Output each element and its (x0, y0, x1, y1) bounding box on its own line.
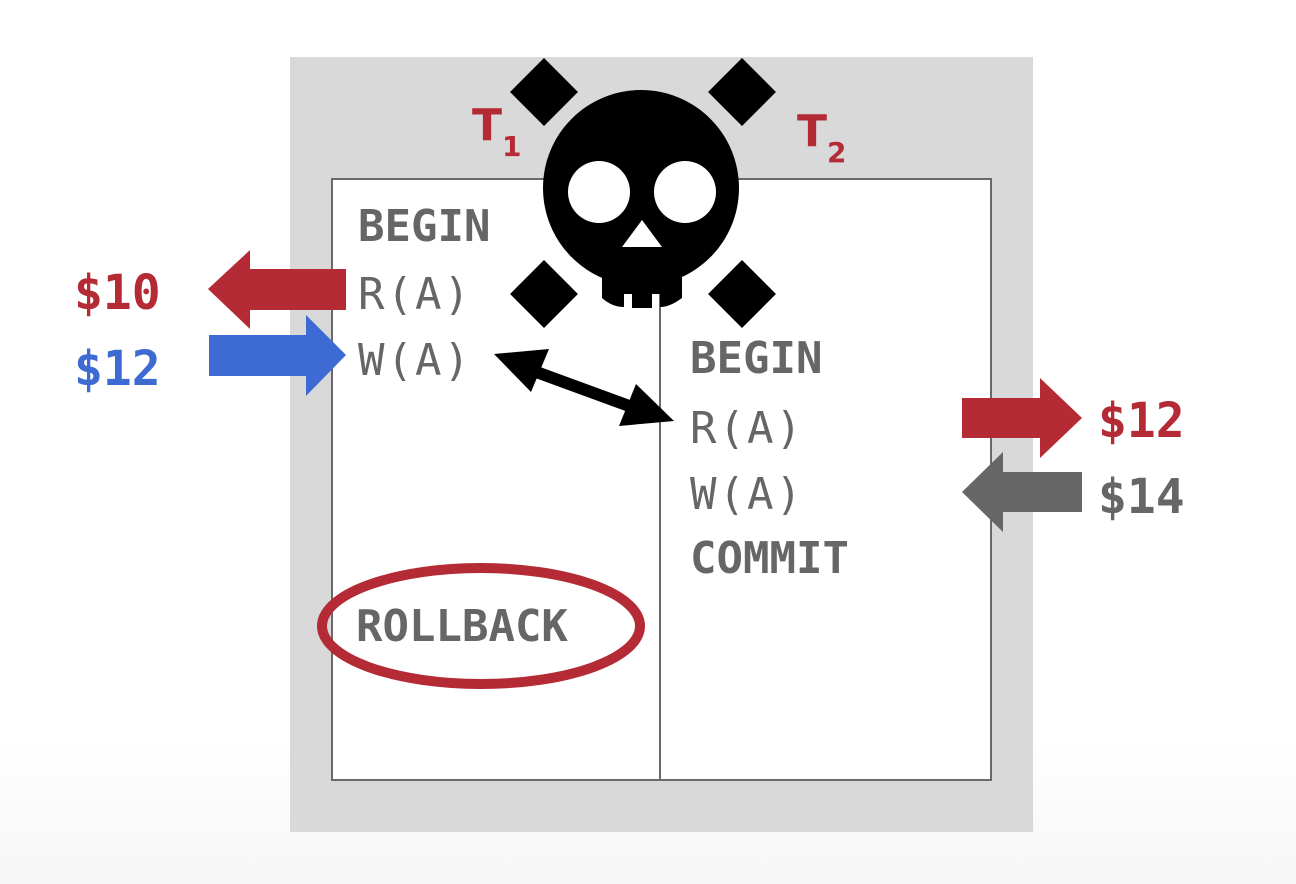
t2-label-sub: 2 (827, 136, 847, 169)
skull-cranium (543, 90, 739, 286)
transaction-divider (659, 178, 661, 781)
t1-write: W(A) (358, 335, 472, 386)
bone-top-left (510, 58, 578, 126)
bone-bottom-left (510, 260, 578, 328)
skull-nose (622, 220, 662, 247)
t2-write-value: $14 (1098, 469, 1185, 525)
t1-read-value: $10 (74, 265, 161, 321)
t2-begin: BEGIN (690, 333, 823, 384)
t2-write: W(A) (690, 469, 804, 520)
t1-label-letter: T (472, 100, 503, 151)
bone-bottom-right (708, 260, 776, 328)
skull-left-eye (568, 161, 630, 223)
t2-write-arrow (962, 452, 1082, 532)
skull-jaw (602, 250, 682, 308)
t1-rollback: ROLLBACK (356, 601, 568, 652)
t1-write-arrow (209, 315, 346, 396)
t1-read: R(A) (358, 269, 472, 320)
t2-read-arrow (962, 378, 1082, 458)
bone-top-right (708, 58, 776, 126)
t1-label-sub: 1 (502, 130, 522, 163)
t2-read: R(A) (690, 403, 804, 454)
t2-read-value: $12 (1098, 393, 1185, 449)
skull-right-eye (654, 161, 716, 223)
t1-read-arrow (208, 250, 346, 329)
double-arrow-icon (494, 349, 674, 426)
t1-begin: BEGIN (358, 201, 491, 252)
rollback-highlight-ellipse (317, 563, 645, 689)
skull-crossbones-icon (510, 58, 776, 328)
t2-label-letter: T (797, 106, 828, 157)
t1-label: T1 (472, 100, 522, 163)
t2-commit: COMMIT (690, 533, 849, 584)
t2-label: T2 (797, 106, 847, 169)
t1-write-value: $12 (74, 341, 161, 397)
